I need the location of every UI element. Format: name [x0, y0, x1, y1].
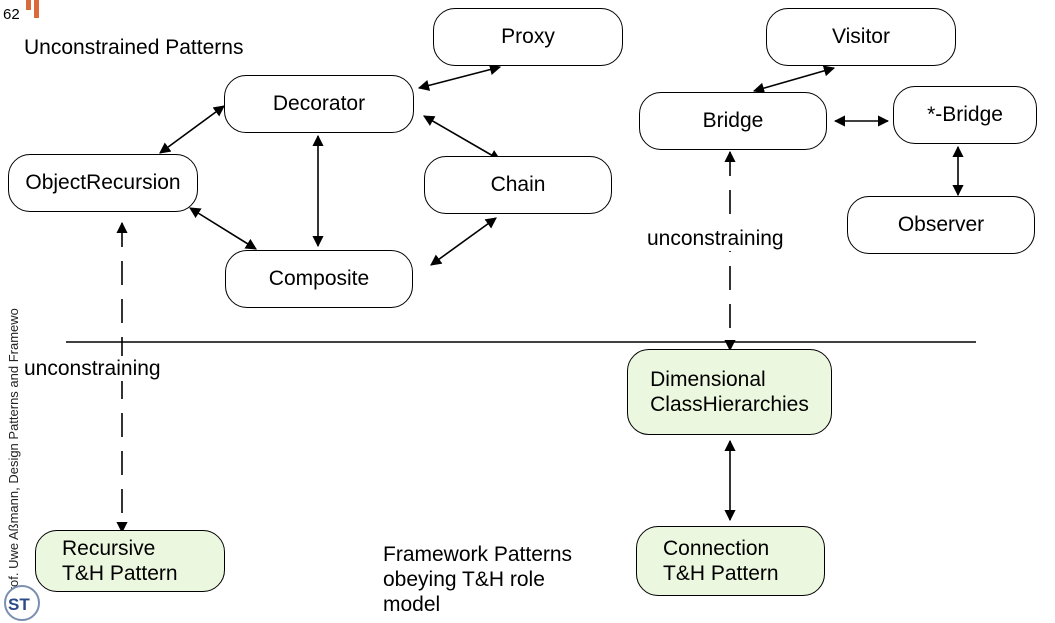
label-unconstraining-right: unconstraining: [647, 226, 784, 252]
node-recursive-th-pattern: Recursive T&H Pattern: [35, 530, 225, 592]
node-composite: Composite: [225, 250, 413, 308]
node-visitor: Visitor: [766, 8, 956, 66]
edge-objectrecursion-decorator: [159, 105, 225, 154]
dimensional-line1: Dimensional: [650, 367, 766, 391]
accent-bar-tall: [34, 0, 39, 18]
node-bridge: Bridge: [639, 92, 827, 150]
note-line3: model: [383, 593, 441, 617]
connection-line2: T&H Pattern: [663, 562, 779, 585]
node-connection-th-pattern: Connection T&H Pattern: [636, 526, 825, 596]
dimensional-line2: ClassHierarchies: [650, 393, 809, 416]
node-objectrecursion: ObjectRecursion: [8, 154, 198, 212]
slide-title: Unconstrained Patterns: [24, 36, 244, 59]
edge-composite-chain: [430, 217, 497, 266]
edge-bridge-visitor: [752, 65, 836, 94]
st-logo-icon: ST: [4, 585, 40, 621]
svg-text:ST: ST: [8, 595, 30, 614]
recursive-line1: Recursive: [62, 536, 156, 560]
node-dimensional-class-hierarchies: Dimensional ClassHierarchies: [627, 349, 832, 435]
connection-line1: Connection: [663, 536, 770, 560]
node-star-bridge: *-Bridge: [893, 86, 1037, 144]
note-line1: Framework Patterns: [383, 543, 573, 566]
node-chain: Chain: [424, 156, 612, 214]
edge-decorator-proxy: [417, 64, 502, 91]
note-line2: obeying T&H role: [383, 568, 545, 592]
edge-objectrecursion-composite: [189, 207, 257, 250]
node-observer: Observer: [847, 196, 1035, 254]
slide-number: 62: [3, 6, 20, 23]
framework-patterns-note: Framework Patterns obeying T&H role mode…: [383, 542, 572, 618]
node-proxy: Proxy: [433, 8, 623, 66]
edge-decorator-chain: [423, 115, 501, 161]
node-decorator: Decorator: [224, 75, 414, 133]
accent-bar-short: [26, 0, 31, 10]
label-unconstraining-left: unconstraining: [24, 356, 161, 382]
recursive-line2: T&H Pattern: [62, 562, 178, 585]
